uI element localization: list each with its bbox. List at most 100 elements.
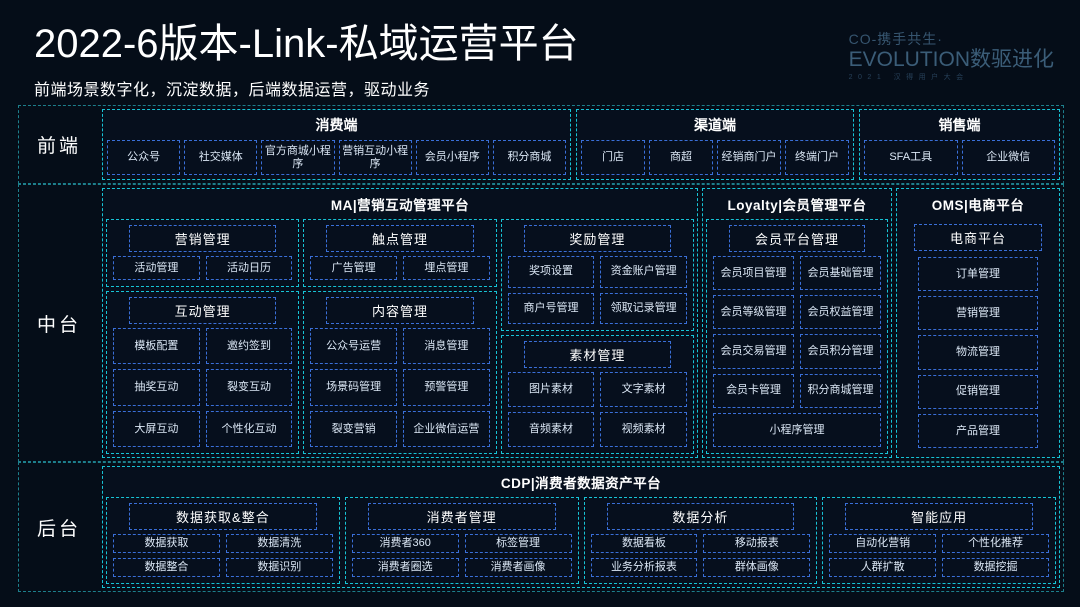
item-data-integration[interactable]: 数据整合 bbox=[113, 558, 220, 577]
section-items-marketing-management: 活动管理 活动日历 bbox=[107, 256, 298, 286]
item-ad-management[interactable]: 广告管理 bbox=[310, 256, 397, 280]
item-official-mall-miniprogram[interactable]: 官方商城小程序 bbox=[261, 140, 335, 175]
item-award-setting[interactable]: 奖项设置 bbox=[507, 256, 595, 288]
item-data-dashboard[interactable]: 数据看板 bbox=[590, 534, 698, 553]
band-label-mid-platform: 中台 bbox=[36, 314, 81, 336]
section-content-management[interactable]: 内容管理 公众号运营 消息管理 场景码管理 预警管理 bbox=[303, 291, 497, 454]
item-points-mall-management[interactable]: 积分商城管理 bbox=[800, 373, 881, 408]
item-personalized-interaction[interactable]: 个性化互动 bbox=[205, 410, 293, 447]
item-consumer-360[interactable]: 消费者360 bbox=[351, 534, 459, 553]
item-video-material[interactable]: 视频素材 bbox=[600, 412, 687, 447]
section-data-analysis[interactable]: 数据分析 数据看板 移动报表 业务分析报表 群体画像 bbox=[583, 497, 818, 584]
item-row: 会员等级管理 会员权益管理 bbox=[713, 295, 881, 330]
item-social-media[interactable]: 社交媒体 bbox=[184, 140, 258, 175]
item-row: 人群扩散 数据挖掘 bbox=[829, 558, 1049, 577]
item-data-cleansing[interactable]: 数据清洗 bbox=[225, 534, 333, 553]
section-intelligent-application[interactable]: 智能应用 自动化营销 个性化推荐 人群扩散 数据挖掘 bbox=[822, 497, 1056, 584]
item-fund-account-management[interactable]: 资金账户管理 bbox=[600, 256, 687, 288]
item-template-config[interactable]: 模板配置 bbox=[113, 328, 200, 365]
item-merchant-id-management[interactable]: 商户号管理 bbox=[507, 292, 595, 324]
section-title-ecommerce-platform: 电商平台 bbox=[914, 224, 1042, 251]
section-touchpoint-management[interactable]: 触点管理 广告管理 埋点管理 bbox=[303, 219, 497, 287]
item-official-account[interactable]: 公众号 bbox=[107, 140, 181, 175]
item-official-account-ops[interactable]: 公众号运营 bbox=[310, 328, 397, 365]
item-promotion-management[interactable]: 促销管理 bbox=[918, 374, 1038, 409]
group-sales-end[interactable]: 销售端 SFA工具 企业微信 bbox=[859, 109, 1060, 180]
item-data-identification[interactable]: 数据识别 bbox=[225, 558, 333, 577]
item-fission-marketing[interactable]: 裂变营销 bbox=[310, 410, 397, 447]
item-store[interactable]: 门店 bbox=[581, 140, 645, 175]
platform-cdp[interactable]: CDP|消费者数据资产平台 数据获取&整合 数据获取 数据清洗 数据整合 bbox=[102, 466, 1060, 588]
item-member-project-management[interactable]: 会员项目管理 bbox=[713, 256, 794, 291]
section-consumer-management[interactable]: 消费者管理 消费者360 标签管理 消费者圈选 消费者画像 bbox=[344, 497, 579, 584]
band-mid-platform: 中台 MA|营销互动管理平台 营销管理 活动管理 bbox=[18, 184, 1064, 462]
section-marketing-management[interactable]: 营销管理 活动管理 活动日历 bbox=[106, 219, 300, 287]
section-interaction-management[interactable]: 互动管理 模板配置 邀约签到 抽奖互动 裂变互动 bbox=[106, 291, 300, 454]
platform-title-ma: MA|营销互动管理平台 bbox=[330, 198, 470, 213]
item-row: 消费者圈选 消费者画像 bbox=[351, 558, 572, 577]
item-consumer-profile[interactable]: 消费者画像 bbox=[464, 558, 572, 577]
item-member-transaction-management[interactable]: 会员交易管理 bbox=[713, 334, 794, 369]
item-supermarket[interactable]: 商超 bbox=[649, 140, 713, 175]
item-sfa-tool[interactable]: SFA工具 bbox=[864, 140, 958, 175]
item-enterprise-wechat-ops[interactable]: 企业微信运营 bbox=[403, 410, 490, 447]
item-order-management[interactable]: 订单管理 bbox=[918, 257, 1038, 292]
section-reward-management[interactable]: 奖励管理 奖项设置 资金账户管理 商户号管理 领取记录管理 bbox=[500, 219, 694, 331]
item-member-level-management[interactable]: 会员等级管理 bbox=[713, 295, 794, 330]
item-logistics-management[interactable]: 物流管理 bbox=[918, 335, 1038, 370]
item-bigscreen-interaction[interactable]: 大屏互动 bbox=[113, 410, 200, 447]
item-member-points-management[interactable]: 会员积分管理 bbox=[800, 334, 881, 369]
group-channel-end[interactable]: 渠道端 门店 商超 经销商门户 终端门户 bbox=[576, 109, 854, 180]
item-miniprogram-management[interactable]: 小程序管理 bbox=[713, 412, 881, 448]
item-scene-code-management[interactable]: 场景码管理 bbox=[310, 369, 397, 406]
item-marketing-miniprogram[interactable]: 营销互动小程序 bbox=[338, 140, 412, 175]
group-consumer-end[interactable]: 消费端 公众号 社交媒体 官方商城小程序 营销互动小程序 会员小程序 积分商城 bbox=[102, 109, 571, 180]
item-automated-marketing[interactable]: 自动化营销 bbox=[829, 534, 937, 553]
item-dealer-portal[interactable]: 经销商门户 bbox=[717, 140, 781, 175]
item-tag-management[interactable]: 标签管理 bbox=[464, 534, 572, 553]
item-data-acquisition[interactable]: 数据获取 bbox=[113, 534, 220, 553]
item-image-material[interactable]: 图片素材 bbox=[507, 372, 595, 407]
section-items-interaction-management: 模板配置 邀约签到 抽奖互动 裂变互动 大屏互动 bbox=[107, 328, 298, 453]
item-row: 广告管理 埋点管理 bbox=[310, 256, 490, 280]
section-data-acquisition-integration[interactable]: 数据获取&整合 数据获取 数据清洗 数据整合 数据识别 bbox=[106, 497, 340, 584]
item-member-miniprogram[interactable]: 会员小程序 bbox=[415, 140, 489, 175]
item-row: 数据整合 数据识别 bbox=[113, 558, 333, 577]
item-text-material[interactable]: 文字素材 bbox=[600, 372, 687, 407]
platform-oms[interactable]: OMS|电商平台 电商平台 订单管理 营销管理 物流管理 促销管理 产品管理 bbox=[896, 188, 1060, 458]
section-title-material-management: 素材管理 bbox=[523, 341, 671, 368]
item-audio-material[interactable]: 音频素材 bbox=[507, 412, 595, 447]
item-data-mining[interactable]: 数据挖掘 bbox=[942, 558, 1049, 577]
item-alert-management[interactable]: 预警管理 bbox=[403, 369, 490, 406]
item-personalized-recommendation[interactable]: 个性化推荐 bbox=[942, 534, 1049, 553]
item-activity-calendar[interactable]: 活动日历 bbox=[205, 256, 293, 280]
platform-ma[interactable]: MA|营销互动管理平台 营销管理 活动管理 活动日历 bbox=[102, 188, 698, 458]
item-points-mall[interactable]: 积分商城 bbox=[492, 140, 567, 175]
item-member-benefit-management[interactable]: 会员权益管理 bbox=[800, 295, 881, 330]
item-member-card-management[interactable]: 会员卡管理 bbox=[713, 373, 794, 408]
item-message-management[interactable]: 消息管理 bbox=[403, 328, 490, 365]
item-tracking-management[interactable]: 埋点管理 bbox=[403, 256, 490, 280]
section-title-touchpoint-management: 触点管理 bbox=[326, 225, 474, 252]
item-product-management[interactable]: 产品管理 bbox=[918, 413, 1038, 449]
section-title-interaction-management: 互动管理 bbox=[129, 297, 277, 324]
item-consumer-segmentation[interactable]: 消费者圈选 bbox=[351, 558, 459, 577]
band-label-back-end: 后台 bbox=[36, 518, 81, 540]
item-group-profile[interactable]: 群体画像 bbox=[703, 558, 811, 577]
section-member-platform-management[interactable]: 会员平台管理 会员项目管理 会员基础管理 会员等级管理 会员权益管理 bbox=[706, 219, 888, 454]
item-row: 会员项目管理 会员基础管理 bbox=[713, 256, 881, 291]
item-invitation-checkin[interactable]: 邀约签到 bbox=[205, 328, 293, 365]
item-enterprise-wechat[interactable]: 企业微信 bbox=[961, 140, 1055, 175]
item-claim-record-management[interactable]: 领取记录管理 bbox=[600, 292, 687, 324]
item-activity-management[interactable]: 活动管理 bbox=[113, 256, 200, 280]
item-member-basic-management[interactable]: 会员基础管理 bbox=[800, 256, 881, 291]
section-material-management[interactable]: 素材管理 图片素材 文字素材 音频素材 视频素材 bbox=[500, 335, 694, 454]
item-lottery-interaction[interactable]: 抽奖互动 bbox=[113, 369, 200, 406]
item-audience-expansion[interactable]: 人群扩散 bbox=[829, 558, 937, 577]
item-fission-interaction[interactable]: 裂变互动 bbox=[205, 369, 293, 406]
item-mobile-report[interactable]: 移动报表 bbox=[703, 534, 811, 553]
item-terminal-portal[interactable]: 终端门户 bbox=[785, 140, 849, 175]
item-marketing-management-oms[interactable]: 营销管理 bbox=[918, 296, 1038, 331]
platform-loyalty[interactable]: Loyalty|会员管理平台 会员平台管理 会员项目管理 会员基础管理 会员等级… bbox=[702, 188, 892, 458]
item-business-analysis-report[interactable]: 业务分析报表 bbox=[590, 558, 698, 577]
